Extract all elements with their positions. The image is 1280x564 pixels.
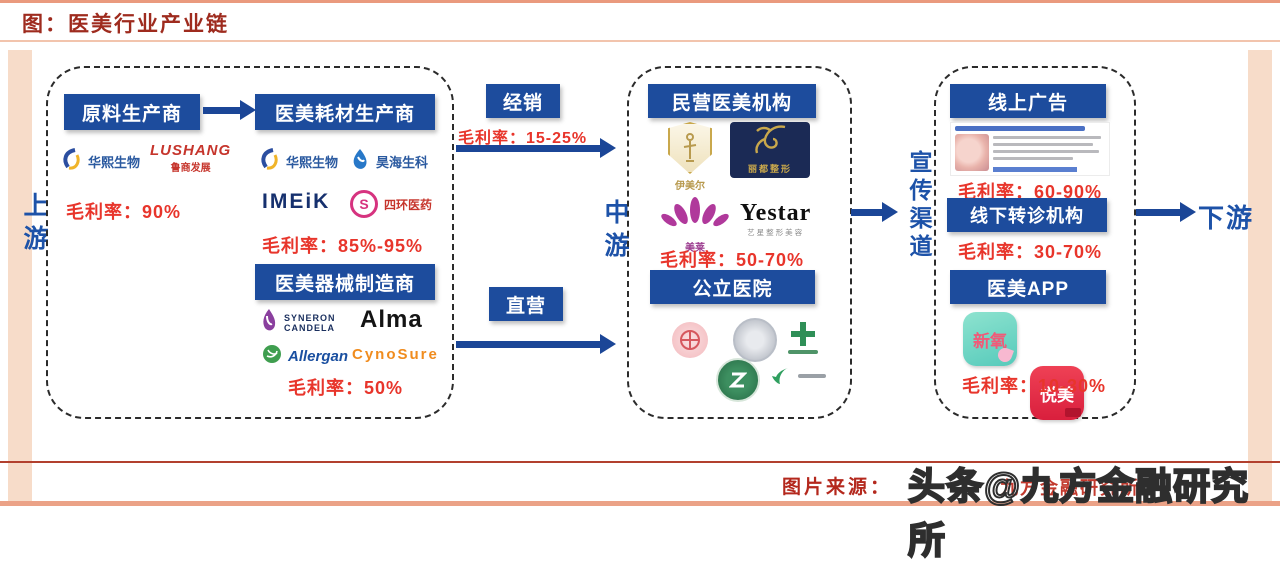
syneron-line2: CANDELA [284,322,335,333]
distribution-box: 经销 [486,84,560,118]
yestar-sub-label: 艺星整形美容 [747,228,805,237]
hospital-emblem-silver-icon [733,318,777,362]
source-text: 九方金融研究所 [1000,478,1140,498]
title-underline [0,40,1280,42]
haohai-label: 昊海生科 [376,155,429,170]
phoenix-icon [747,123,793,162]
yestar-wordmark: Yestar [740,200,812,226]
stage-label-channel: 宣传渠道 [906,150,932,262]
raw-producer-box: 原料生产商 [64,94,200,130]
imeik-logo: IMEiK [262,190,331,213]
lushang-logo: LUSHANG 鲁商发展 [150,142,231,174]
channel-group-frame [934,66,1136,419]
sihuan-label: 四环医药 [384,197,433,212]
figure-title: 图：医美行业产业链 [22,13,229,36]
arrow-raw-to-consumables [203,100,256,120]
gold-shield-icon [668,122,712,174]
ad-url-line [993,167,1077,172]
public-hospitals-box: 公立医院 [650,270,815,304]
bloomage-logo: 华熙生物 [60,148,140,175]
lidu-label: 丽都整形 [747,164,792,174]
hospital-check-green-icon [768,364,826,388]
online-ads-box: 线上广告 [950,84,1106,118]
mylike-logo: 美莱 [652,196,738,254]
bloomage-label: 华熙生物 [286,155,339,170]
midstream-group-frame [627,66,852,419]
yestar-logo: Yestar 艺星整形美容 [740,200,811,238]
sihuan-s-icon: S [350,190,378,218]
arrow-direct [456,334,616,354]
consumables-margin: 毛利率：85%-95% [262,236,424,256]
mylike-label: 美莱 [685,243,705,254]
device-manufacturer-box: 医美器械制造商 [255,264,435,300]
haohai-logo: 昊海生科 [350,148,428,175]
stage-label-downstream: 下游 [1198,203,1255,233]
left-pink-band [8,50,32,502]
upstream-group-frame [46,66,454,419]
top-border-line [0,0,1280,3]
watermark: 头条@九方金融研究所 [907,465,1250,562]
lotus-icon [655,197,735,238]
cynosure-logo: CynoSure [352,346,439,363]
lushang-label: 鲁商发展 [170,163,211,174]
allergan-logo: Allergan [262,344,348,369]
soyoung-label: 新氧 [973,331,1007,351]
hospital-seal-pink-icon [672,322,708,358]
private-institutions-box: 民营医美机构 [648,84,816,118]
arrow-distribution [456,138,616,158]
apps-margin: 毛利率：10-30% [962,376,1107,396]
source-label: 图片来源： [782,477,893,498]
arrow-mid-to-channel [851,202,898,222]
raw-margin: 毛利率：90% [66,202,182,222]
online-ads-margin: 毛利率：60-90% [958,182,1103,202]
lidu-logo: 丽都整形 [730,122,810,178]
stage-label-upstream: 上游 [20,192,48,258]
lushang-wordmark: LUSHANG [150,142,232,159]
yuemei-app-icon: 悦美 [1030,366,1084,420]
allergan-label: Allergan [288,348,349,365]
referral-margin: 毛利率：30-70% [958,242,1103,262]
stage-label-midstream: 中游 [601,199,629,265]
syneron-drop-icon [260,308,278,337]
direct-sales-box: 直营 [489,287,563,321]
soyoung-app-icon: 新氧 [963,312,1017,366]
bloomage-swirl-icon [258,148,280,175]
evercare-label: 伊美尔 [675,181,705,192]
syneron-text: SYNERON CANDELA [284,313,336,333]
bottom-border-line [0,501,1280,506]
apps-box: 医美APP [950,270,1106,304]
hospital-emblem-green-icon [716,358,760,402]
hospital-cross-green-icon [788,322,818,354]
yuemei-label: 悦美 [1040,385,1074,405]
syneron-candela-logo: SYNERON CANDELA [260,308,336,337]
allergan-swirl-icon [262,344,282,369]
ad-face-thumbnail [955,134,989,171]
alma-logo: Alma [360,306,423,333]
online-ad-screenshot [950,122,1110,176]
right-pink-band [1248,50,1272,502]
bloomage-logo-2: 华熙生物 [258,148,338,175]
distribution-margin: 毛利率：15-25% [458,130,588,147]
evercare-logo: 伊美尔 [668,122,712,192]
devices-margin: 毛利率：50% [288,378,404,398]
bloomage-swirl-icon [60,148,82,175]
consumables-producer-box: 医美耗材生产商 [255,94,435,130]
ad-link-line [955,126,1085,131]
bloomage-label: 华熙生物 [88,155,141,170]
arrow-channel-to-downstream [1136,202,1196,222]
footer-divider-line [0,461,1280,463]
private-margin: 毛利率：50-70% [660,250,805,270]
haohai-drop-icon [350,148,370,175]
referral-box: 线下转诊机构 [947,198,1107,232]
sihuan-logo: S 四环医药 [350,190,432,218]
syneron-line1: SYNERON [284,312,336,323]
yuemei-tag [1065,408,1081,417]
